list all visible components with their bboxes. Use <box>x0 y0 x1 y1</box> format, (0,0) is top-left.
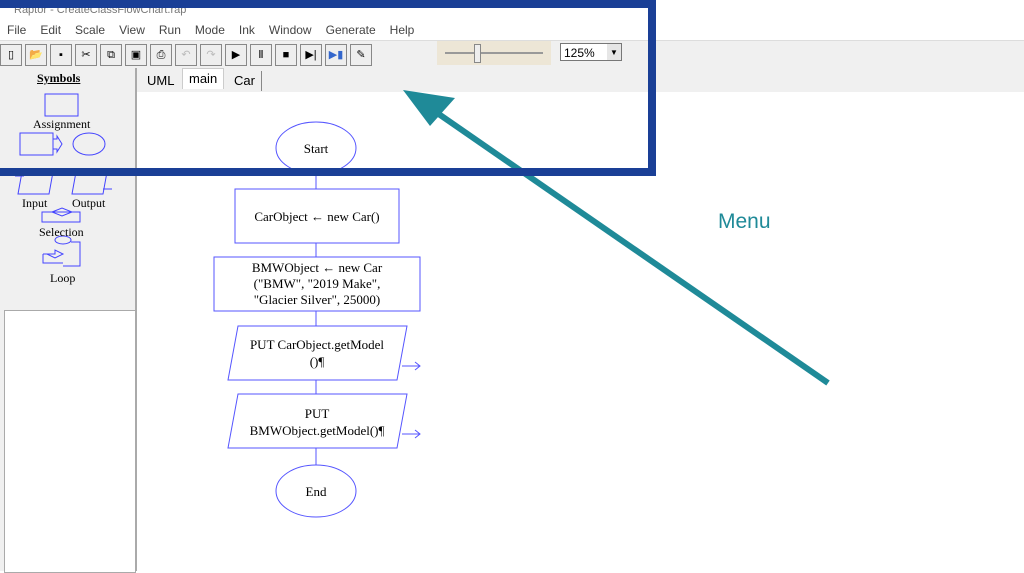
oval-symbol[interactable] <box>72 132 106 156</box>
save-icon[interactable]: ▪ <box>50 44 72 66</box>
arrowhead-icon <box>403 90 455 126</box>
menu-scale[interactable]: Scale <box>75 23 106 37</box>
selection-symbol[interactable] <box>41 207 81 223</box>
selection-label: Selection <box>39 225 84 239</box>
loop-label: Loop <box>50 271 76 285</box>
step2-line2: ("BMW", "2019 Make", <box>254 276 381 291</box>
tab-main[interactable]: main <box>182 68 225 89</box>
end-node[interactable] <box>275 464 357 518</box>
menu-edit[interactable]: Edit <box>40 23 62 37</box>
redo-icon[interactable]: ↷ <box>200 44 222 66</box>
end-text: End <box>306 484 327 499</box>
annotation-arrow <box>403 90 830 386</box>
step3-line1: PUT CarObject.getModel <box>250 337 384 352</box>
step-into-icon[interactable]: ▶▮ <box>325 44 347 66</box>
menu-generate[interactable]: Generate <box>325 23 376 37</box>
menu-run[interactable]: Run <box>158 23 181 37</box>
start-text: Start <box>304 141 329 156</box>
assignment-node-2[interactable] <box>213 256 421 312</box>
variables-panel <box>4 310 136 573</box>
step3-line2: ()¶ <box>310 354 325 369</box>
symbols-title: Symbols <box>37 71 81 85</box>
open-icon[interactable]: 📂 <box>25 44 47 66</box>
zoom-value: 125% <box>564 46 595 60</box>
chevron-down-icon[interactable]: ▼ <box>607 44 621 60</box>
paste-icon[interactable]: ▣ <box>125 44 147 66</box>
speed-slider[interactable] <box>437 41 551 65</box>
menu-file[interactable]: File <box>7 23 27 37</box>
input-label: Input <box>22 196 48 210</box>
menu-window[interactable]: Window <box>268 23 312 37</box>
call-symbol[interactable] <box>19 132 54 156</box>
assignment-label: Assignment <box>33 117 91 131</box>
pause-icon[interactable]: Ⅱ <box>250 44 272 66</box>
menu-ink[interactable]: Ink <box>238 23 255 37</box>
step2-line1: BMWObject ← new Car <box>252 260 383 275</box>
step4-line1: PUT <box>305 406 330 421</box>
copy-icon[interactable]: ⧉ <box>100 44 122 66</box>
pen-icon[interactable]: ✎ <box>350 44 372 66</box>
tab-uml[interactable]: UML <box>147 73 175 88</box>
stop-icon[interactable]: ■ <box>275 44 297 66</box>
menu-view[interactable]: View <box>119 23 145 37</box>
assignment-node-1[interactable] <box>234 188 400 244</box>
zoom-select[interactable]: 125% ▼ <box>560 43 622 61</box>
new-icon[interactable]: ▯ <box>0 44 22 66</box>
play-icon[interactable]: ▶ <box>225 44 247 66</box>
menu-mode[interactable]: Mode <box>194 23 225 37</box>
output-node-1[interactable] <box>227 325 421 381</box>
output-label: Output <box>72 196 106 210</box>
annotation-label: Menu <box>718 210 771 233</box>
undo-icon[interactable]: ↶ <box>175 44 197 66</box>
highlight-frame <box>0 0 656 176</box>
output-node-2[interactable] <box>227 393 421 449</box>
assignment-symbol[interactable] <box>44 93 79 117</box>
slider-thumb[interactable] <box>474 44 481 63</box>
menu-bar: File Edit Scale View Run Mode Ink Window… <box>0 21 1024 41</box>
print-icon[interactable]: ⎙ <box>150 44 172 66</box>
tab-bar: UML main Car <box>137 68 1024 92</box>
step-icon[interactable]: ▶| <box>300 44 322 66</box>
cut-icon[interactable]: ✂ <box>75 44 97 66</box>
loop-symbol[interactable] <box>42 235 81 267</box>
tab-car[interactable]: Car <box>228 71 262 91</box>
step1-text: CarObject ← new Car() <box>254 209 379 224</box>
menu-help[interactable]: Help <box>389 23 415 37</box>
step4-line2: BMWObject.getModel()¶ <box>250 423 385 438</box>
step2-line3: "Glacier Silver", 25000) <box>254 292 381 307</box>
